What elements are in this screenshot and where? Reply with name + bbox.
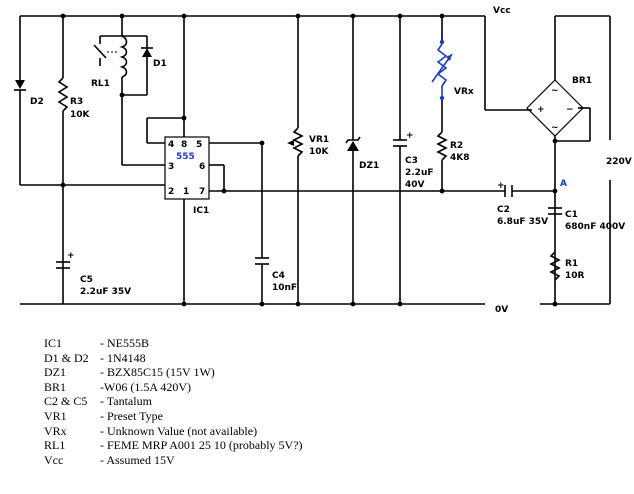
capacitor-c1 (548, 207, 562, 215)
c3-ref-label: C3 (405, 156, 418, 166)
rl1-label: RL1 (91, 79, 110, 89)
parts-list-row: D1 & D2 - 1N4148 (44, 351, 444, 366)
c5-ref-label: C5 (80, 275, 93, 285)
ic1-label: IC1 (193, 206, 209, 216)
parts-list-row: DZ1 - BZX85C15 (15V 1W) (44, 365, 444, 380)
d1-label: D1 (153, 59, 167, 69)
c5-value-label: 2.2uF 35V (80, 287, 131, 297)
r1-ref-label: R1 (565, 259, 578, 269)
capacitor-c3: + (393, 16, 414, 304)
part-description: - 1N4148 (100, 350, 146, 365)
part-ref: VR1 (44, 408, 67, 423)
pin-1: 1 (183, 187, 189, 197)
parts-list-row: C2 & C5 - Tantalum (44, 394, 444, 409)
resistor-r2 (436, 100, 448, 191)
r1-value-label: 10R (565, 271, 585, 281)
part-ref: D1 & D2 (44, 350, 89, 365)
relay-rl1 (93, 16, 165, 166)
capacitor-c2: + (497, 181, 555, 197)
svg-text:~: ~ (551, 86, 559, 96)
part-ref: RL1 (44, 438, 66, 453)
part-ref: BR1 (44, 379, 67, 394)
capacitor-c4 (255, 143, 269, 304)
mains-label: 220V (606, 157, 632, 167)
parts-list-row: RL1 - FEME MRP A001 25 10 (probably 5V?) (44, 438, 444, 453)
c2-ref-label: C2 (497, 205, 510, 215)
zero-v-label: 0V (495, 305, 508, 315)
r2-value-label: 4K8 (450, 153, 470, 163)
junction-dots (60, 13, 558, 307)
resistor-r3 (57, 16, 69, 304)
svg-text:~: ~ (551, 123, 559, 133)
dz1-label: DZ1 (359, 161, 379, 171)
c2-value-label: 6.8uF 35V (497, 217, 548, 227)
part-description: - Unknown Value (not available) (100, 423, 258, 438)
diode-d1 (141, 36, 153, 95)
diode-d2 (14, 16, 165, 186)
part-description: - FEME MRP A001 25 10 (probably 5V?) (100, 438, 303, 453)
r2-ref-label: R2 (450, 141, 463, 151)
part-ref: C2 & C5 (44, 394, 88, 409)
vr1-value-label: 10K (309, 147, 330, 157)
part-ref: IC1 (44, 336, 62, 350)
pin-7: 7 (199, 187, 205, 197)
r3-value-label: 10K (70, 110, 91, 120)
c3-value-label: 2.2uF (405, 168, 434, 178)
circuit-schematic: + (14, 6, 632, 315)
svg-text:+: + (406, 131, 414, 141)
parts-list-row: VR1 - Preset Type (44, 409, 444, 424)
ic-type-label: 555 (176, 152, 195, 162)
part-description: - BZX85C15 (15V 1W) (100, 365, 215, 380)
part-ref: Vcc (44, 452, 64, 467)
variable-resistor-vrx (431, 16, 453, 101)
d2-label: D2 (30, 97, 44, 107)
svg-text:+: + (67, 251, 75, 261)
parts-list-row: IC1 - NE555B (44, 336, 444, 351)
node-a-label: A (560, 179, 567, 189)
pin-4: 4 (168, 140, 174, 150)
pin-8: 8 (181, 140, 187, 150)
c4-value-label: 10nF (272, 283, 297, 293)
resistor-r1 (549, 251, 561, 281)
part-description: - Assumed 15V (100, 452, 175, 467)
vcc-label: Vcc (493, 6, 511, 16)
part-description: - Preset Type (100, 408, 163, 423)
svg-text:+: + (537, 105, 545, 115)
svg-text:−: − (566, 105, 574, 115)
c3-voltage-label: 40V (405, 180, 425, 190)
pin-5: 5 (196, 140, 202, 150)
capacitor-c5: + (56, 251, 75, 269)
pin-2: 2 (168, 187, 174, 197)
c1-value-label: 680nF 400V (565, 222, 625, 232)
zener-dz1 (345, 16, 361, 304)
part-ref: DZ1 (44, 365, 66, 380)
svg-text:+: + (497, 181, 505, 191)
br1-label: BR1 (572, 76, 592, 86)
pin-3: 3 (168, 162, 174, 172)
part-ref: VRx (44, 423, 67, 438)
part-description: - NE555B (100, 336, 149, 350)
c1-ref-label: C1 (565, 210, 578, 220)
pin-6: 6 (199, 162, 205, 172)
bridge-rectifier-br1: + − ~ ~ (484, 15, 611, 305)
vrx-label: VRx (454, 87, 474, 97)
potentiometer-vr1 (287, 16, 304, 304)
part-description: - Tantalum (100, 394, 152, 409)
r3-ref-label: R3 (70, 97, 83, 107)
c4-ref-label: C4 (272, 271, 285, 281)
parts-list-row: Vcc - Assumed 15V (44, 453, 444, 468)
parts-list-row: VRx - Unknown Value (not available) (44, 424, 444, 439)
vr1-ref-label: VR1 (309, 135, 329, 145)
part-description: -W06 (1.5A 420V) (100, 379, 191, 394)
parts-list-row: BR1 -W06 (1.5A 420V) (44, 380, 444, 395)
